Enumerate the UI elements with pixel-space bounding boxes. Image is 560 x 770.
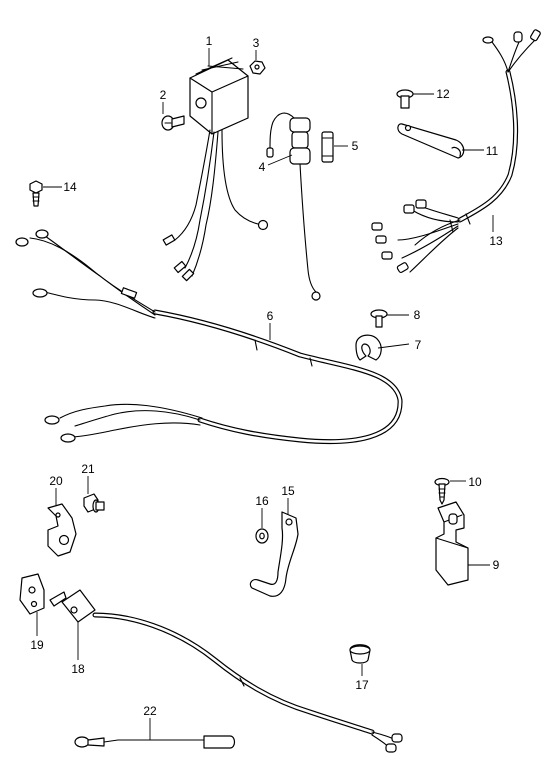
callout-9: 9 [493, 558, 500, 572]
callout-5: 5 [352, 139, 359, 153]
part-18-switch[interactable] [49, 589, 403, 753]
callout-16: 16 [255, 494, 269, 508]
part-20-bracket[interactable] [47, 503, 77, 557]
part-4-fuse-holder[interactable] [266, 112, 321, 301]
part-10-screw[interactable] [434, 477, 450, 505]
part-11-strap[interactable] [397, 123, 465, 159]
callout-3: 3 [253, 36, 260, 50]
callout-13: 13 [489, 234, 503, 248]
part-15-bracket[interactable] [249, 511, 299, 597]
part-17-cap[interactable] [349, 644, 371, 664]
leader-lines [36, 48, 494, 740]
part-16-washer[interactable] [255, 528, 269, 544]
part-9-clamp-bracket[interactable] [435, 501, 469, 586]
callout-4: 4 [259, 160, 266, 174]
callout-18: 18 [71, 662, 85, 676]
part-7-clamp[interactable] [355, 334, 382, 361]
callout-17: 17 [355, 678, 369, 692]
callout-10: 10 [468, 475, 482, 489]
callout-2: 2 [160, 88, 167, 102]
part-8-screw[interactable] [370, 309, 388, 328]
callout-14: 14 [63, 180, 77, 194]
part-19-plate[interactable] [19, 573, 45, 615]
callout-20: 20 [49, 474, 63, 488]
callout-19: 19 [30, 638, 44, 652]
part-14-bolt[interactable] [29, 180, 43, 207]
callout-22: 22 [143, 704, 157, 718]
callout-12: 12 [436, 87, 450, 101]
callout-7: 7 [415, 338, 422, 352]
part-13-sub-harness[interactable] [371, 29, 541, 273]
part-2-screw[interactable] [161, 115, 185, 131]
part-5-fuse[interactable] [321, 131, 334, 163]
part-3-nut[interactable] [249, 60, 266, 75]
callout-21: 21 [81, 462, 95, 476]
part-12-screw[interactable] [396, 89, 414, 109]
callout-6: 6 [267, 309, 274, 323]
part-6-main-harness[interactable] [15, 229, 403, 445]
part-1-regulator[interactable] [162, 57, 269, 282]
callout-1: 1 [206, 34, 213, 48]
callout-11: 11 [486, 144, 499, 158]
callout-15: 15 [281, 484, 295, 498]
callout-8: 8 [414, 308, 421, 322]
callout-numbers: 1 2 3 4 5 6 7 8 9 10 11 12 13 14 15 16 1… [30, 34, 503, 718]
part-21-bolt[interactable] [83, 493, 105, 513]
part-22-lead-wire[interactable] [74, 735, 236, 749]
